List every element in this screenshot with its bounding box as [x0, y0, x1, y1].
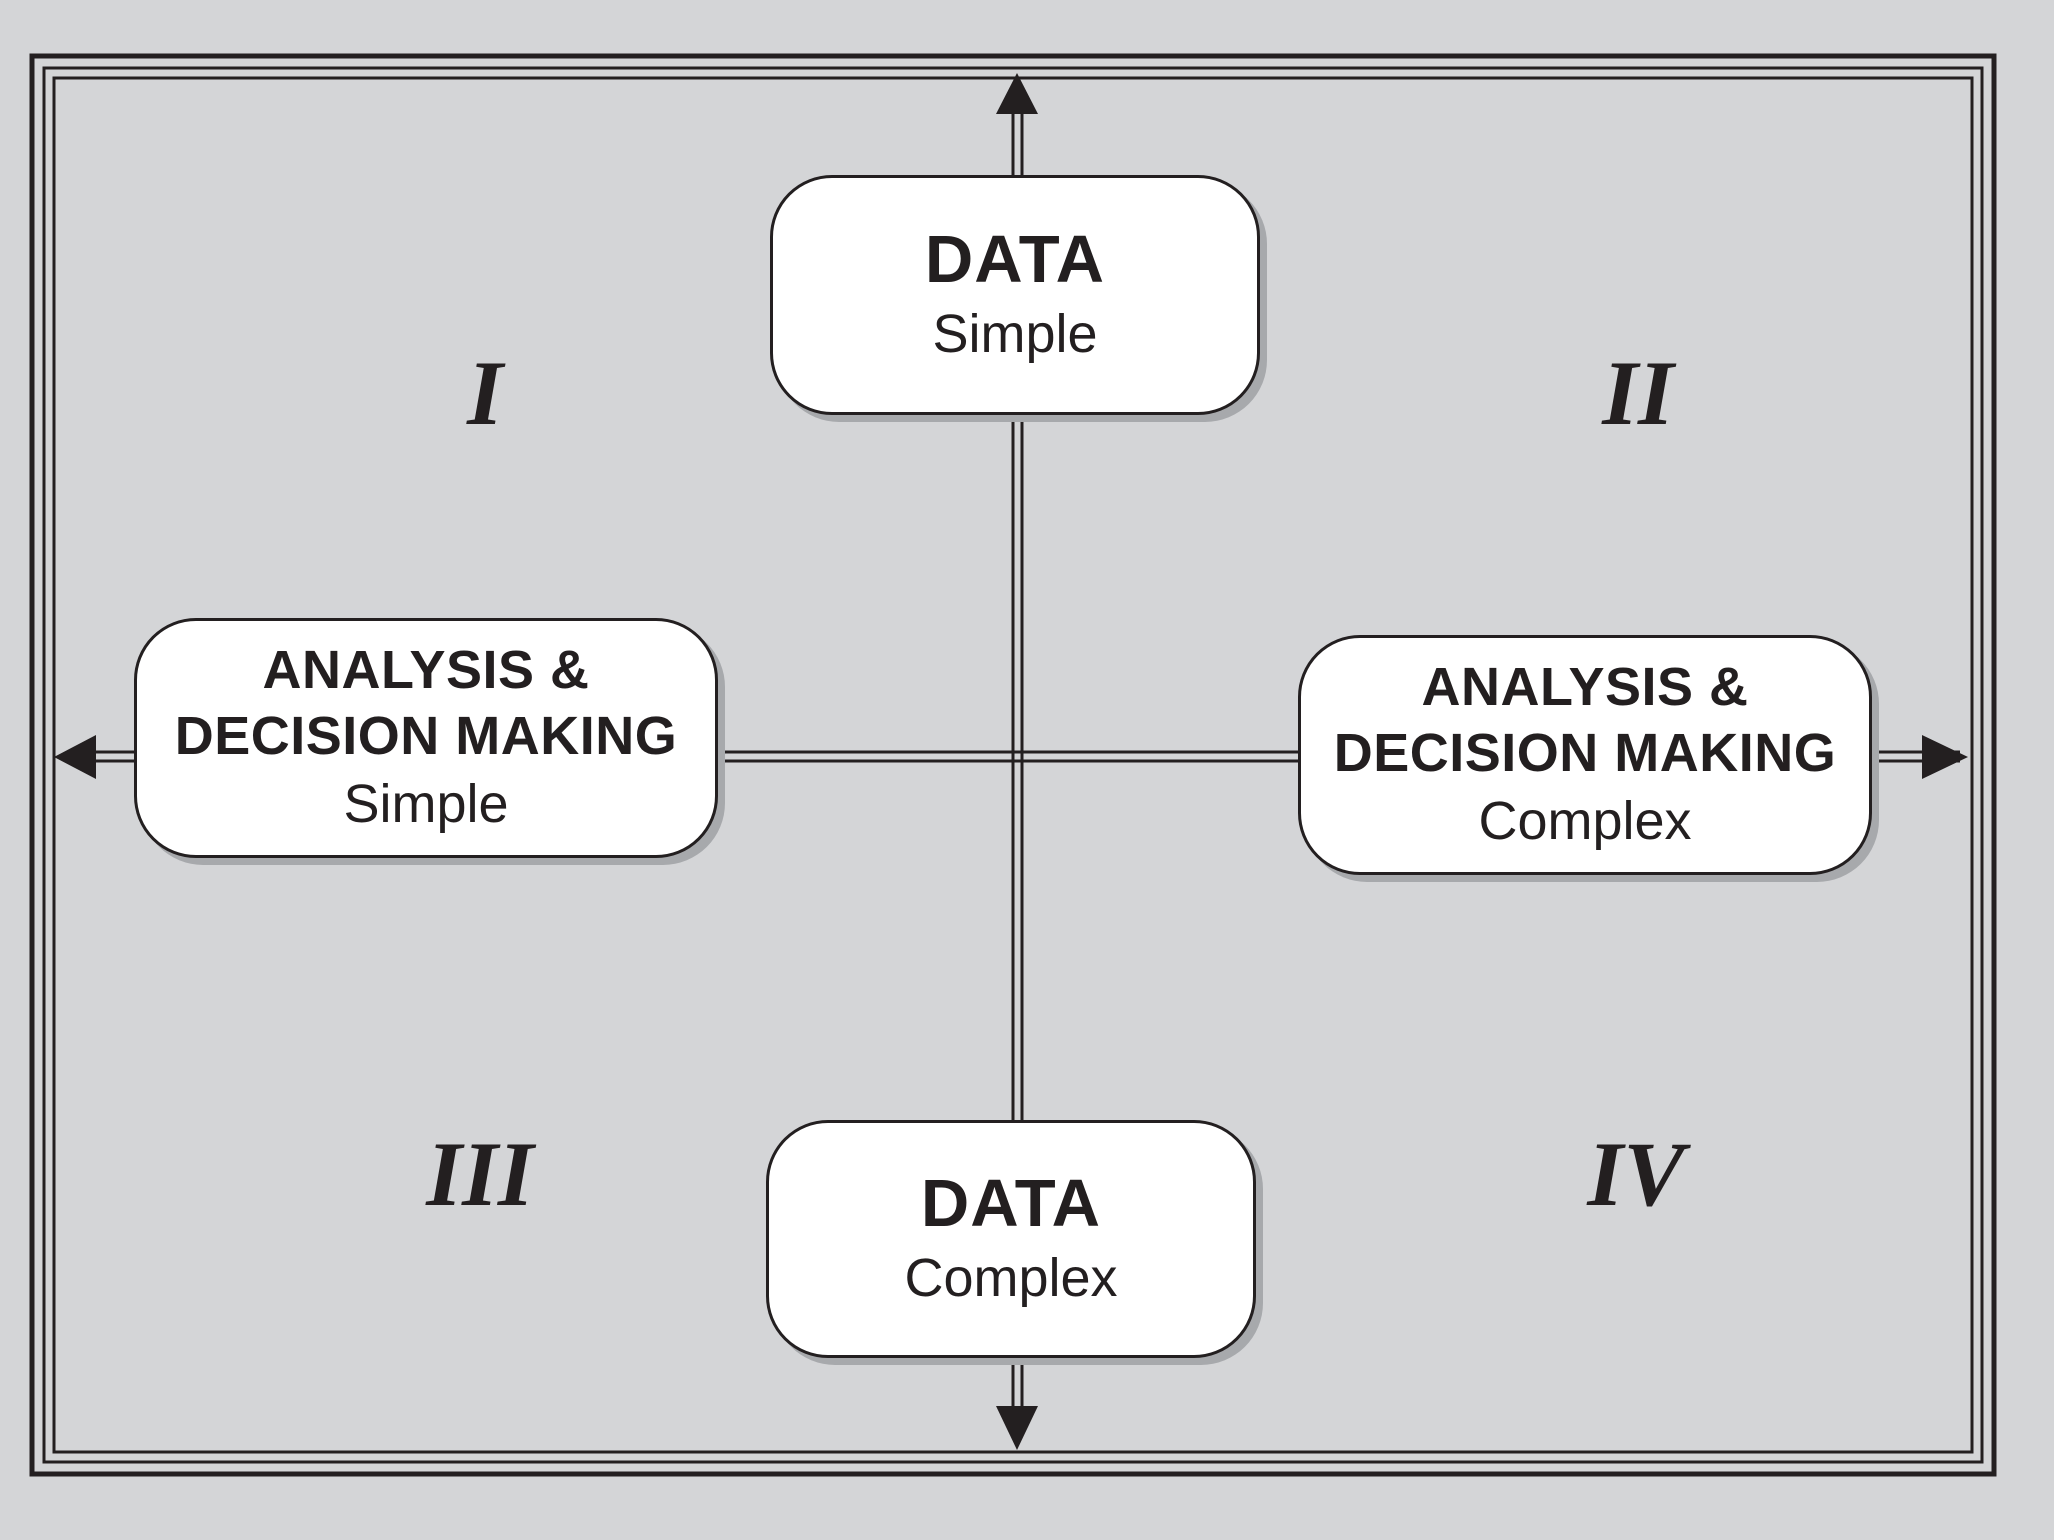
quadrant-2-label: II: [1602, 342, 1674, 444]
analysis-simple-subtitle: Simple: [343, 774, 509, 834]
analysis-complex-title-line1: ANALYSIS &: [1421, 657, 1749, 717]
data-simple-box: DATA Simple: [770, 175, 1260, 415]
data-complex-title: DATA: [920, 1166, 1102, 1241]
analysis-complex-box: ANALYSIS & DECISION MAKING Complex: [1298, 635, 1872, 875]
data-simple-title: DATA: [924, 222, 1106, 297]
data-simple-subtitle: Simple: [932, 304, 1098, 364]
analysis-complex-subtitle: Complex: [1478, 791, 1692, 851]
analysis-complex-title-line2: DECISION MAKING: [1333, 723, 1837, 783]
arrow-left-icon: [54, 735, 96, 779]
quadrant-3-label: III: [426, 1123, 534, 1225]
analysis-simple-box: ANALYSIS & DECISION MAKING Simple: [134, 618, 718, 858]
quadrant-4-label: IV: [1587, 1123, 1685, 1225]
frame-middle-line: [42, 66, 1984, 1464]
data-complex-box: DATA Complex: [766, 1120, 1256, 1358]
arrow-up-icon: [996, 73, 1038, 114]
data-complex-subtitle: Complex: [904, 1248, 1118, 1308]
frame-inner-line: [52, 76, 1974, 1454]
quadrant-1-label: I: [467, 342, 503, 444]
analysis-simple-title-line2: DECISION MAKING: [174, 706, 678, 766]
arrow-down-icon: [996, 1406, 1038, 1450]
analysis-simple-title-line1: ANALYSIS &: [262, 640, 590, 700]
arrow-right-icon: [1922, 735, 1968, 779]
frame-outer-line: [29, 53, 1997, 1477]
